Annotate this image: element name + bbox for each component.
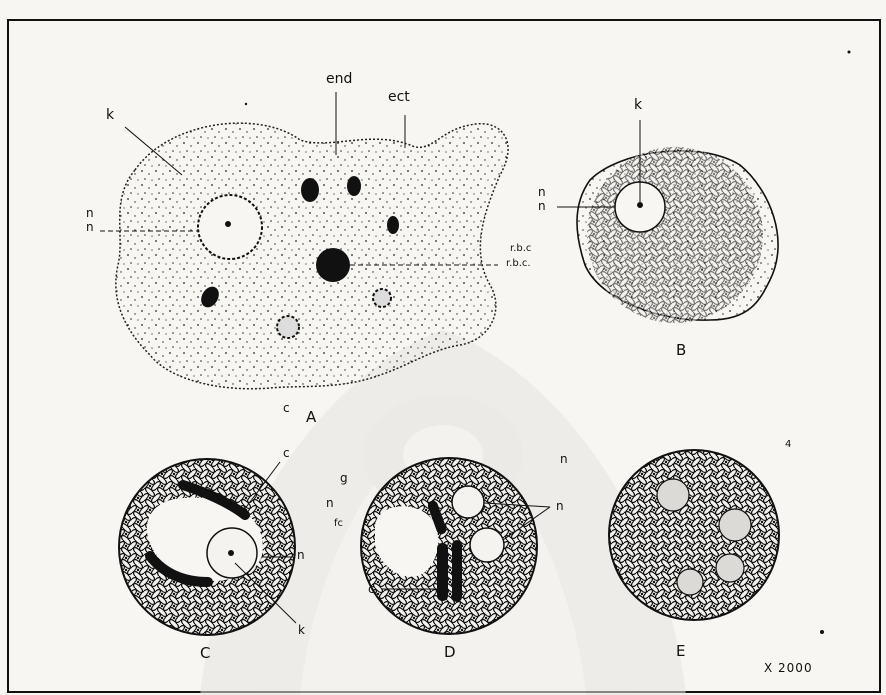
panel-a-food-vacuole-2 bbox=[347, 176, 361, 196]
panel-b-karyosome bbox=[637, 202, 643, 208]
label-rbc-a-2: r.b.c. bbox=[506, 259, 531, 269]
label-c-c: c bbox=[283, 447, 290, 459]
panel-a-food-vacuole-3 bbox=[387, 216, 399, 234]
panel-e-nucleus-3 bbox=[716, 554, 744, 582]
stray-dot-2 bbox=[820, 630, 824, 634]
label-ect: ect bbox=[388, 90, 410, 104]
label-n-a-1: n bbox=[86, 207, 94, 219]
label-g-mid: g bbox=[340, 472, 348, 484]
panel-a-rbc-large bbox=[316, 248, 350, 282]
label-rbc-a-1: r.b.c bbox=[510, 244, 531, 254]
stray-dot-3 bbox=[245, 103, 247, 105]
panel-d-nucleus-1 bbox=[452, 486, 484, 518]
stray-dot-1 bbox=[848, 51, 851, 54]
panel-d-nucleus-2 bbox=[470, 528, 504, 562]
panel-e-nucleus-4 bbox=[677, 569, 703, 595]
label-n-c: n bbox=[297, 549, 305, 561]
panel-a-karyosome bbox=[225, 221, 231, 227]
panel-a-cell bbox=[100, 92, 508, 389]
panel-d-chromatoid-3 bbox=[452, 540, 462, 602]
panel-e-nucleus-2 bbox=[719, 509, 751, 541]
label-fc-mid: fc bbox=[334, 519, 343, 529]
magnification-label: X 2000 bbox=[764, 662, 813, 674]
label-n-mid: n bbox=[326, 497, 334, 509]
panel-a-rbc-small-1 bbox=[277, 316, 299, 338]
panel-letter-a: A bbox=[306, 410, 316, 425]
panel-letter-e: E bbox=[676, 644, 685, 659]
label-c-a: c bbox=[283, 402, 290, 414]
panel-b-cyst bbox=[557, 120, 778, 323]
label-k-b: k bbox=[634, 98, 642, 112]
panel-d-chromatoid-2 bbox=[437, 543, 448, 601]
panel-e-nucleus-1 bbox=[657, 479, 689, 511]
label-end: end bbox=[326, 72, 352, 86]
panel-c-karyosome bbox=[228, 550, 234, 556]
panel-letter-b: B bbox=[676, 343, 686, 358]
label-k-c: k bbox=[298, 624, 305, 636]
label-n-d-top: n bbox=[560, 453, 568, 465]
label-n-b-2: n bbox=[538, 200, 546, 212]
panel-b-cyst-body bbox=[587, 147, 763, 323]
label-mark-4: 4 bbox=[785, 440, 791, 450]
panel-letter-d: D bbox=[444, 645, 456, 660]
panel-a-food-vacuole-1 bbox=[301, 178, 319, 202]
label-n-b-1: n bbox=[538, 186, 546, 198]
panel-a-nucleus bbox=[198, 195, 262, 259]
panel-letter-c: C bbox=[200, 646, 210, 661]
label-c-d: c bbox=[368, 583, 375, 595]
label-k-a: k bbox=[106, 108, 114, 122]
panel-e-cyst bbox=[609, 450, 779, 620]
panel-c-cyst bbox=[119, 459, 296, 635]
panel-a-rbc-small-2 bbox=[373, 289, 391, 307]
label-n-a-2: n bbox=[86, 221, 94, 233]
label-n-d-right: n bbox=[556, 500, 564, 512]
